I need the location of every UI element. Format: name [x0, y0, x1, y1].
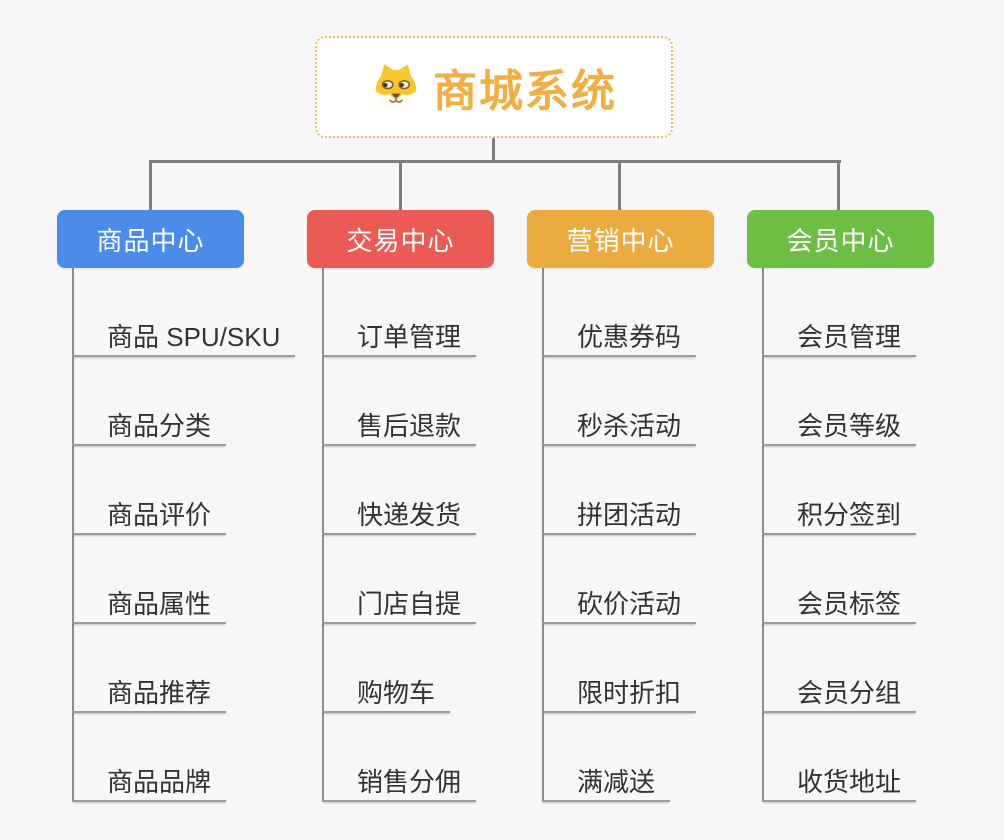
leaf-node-coupon-code[interactable]: 优惠券码 — [542, 322, 697, 357]
leaf-node-limited-discount[interactable]: 限时折扣 — [542, 678, 697, 713]
leaf-node-product-brand[interactable]: 商品品牌 — [72, 767, 227, 802]
leaf-node-full-reduction[interactable]: 满减送 — [542, 767, 671, 802]
leaf-node-sales-commission[interactable]: 销售分佣 — [322, 767, 477, 802]
trunk-line-product — [72, 268, 74, 802]
leaf-node-product-spu-sku[interactable]: 商品 SPU/SKU — [72, 322, 296, 357]
connector-drop-trade — [399, 160, 402, 210]
leaf-node-order-manage[interactable]: 订单管理 — [322, 322, 477, 357]
branch-node-product-center[interactable]: 商品中心 — [57, 210, 244, 268]
leaf-node-points-checkin[interactable]: 积分签到 — [762, 500, 917, 535]
connector-root-vertical — [492, 138, 495, 163]
leaf-node-member-group[interactable]: 会员分组 — [762, 678, 917, 713]
root-title: 商城系统 — [433, 67, 617, 116]
leaf-node-shipping-address[interactable]: 收货地址 — [762, 767, 917, 802]
leaf-node-store-pickup[interactable]: 门店自提 — [322, 589, 477, 624]
leaf-node-after-sale[interactable]: 售后退款 — [322, 411, 477, 446]
branch-node-marketing-center[interactable]: 营销中心 — [527, 210, 714, 268]
leaf-node-express-ship[interactable]: 快递发货 — [322, 500, 477, 535]
leaf-node-member-manage[interactable]: 会员管理 — [762, 322, 917, 357]
leaf-node-member-tag[interactable]: 会员标签 — [762, 589, 917, 624]
dog-face-icon — [375, 64, 417, 111]
leaf-node-group-buy[interactable]: 拼团活动 — [542, 500, 697, 535]
connector-horizontal-bar — [149, 160, 841, 163]
branch-node-trade-center[interactable]: 交易中心 — [307, 210, 494, 268]
leaf-node-product-review[interactable]: 商品评价 — [72, 500, 227, 535]
leaf-node-member-level[interactable]: 会员等级 — [762, 411, 917, 446]
leaf-node-shopping-cart[interactable]: 购物车 — [322, 678, 451, 713]
root-node[interactable]: 商城系统 — [315, 36, 673, 138]
trunk-line-marketing — [542, 268, 544, 802]
connector-drop-product — [149, 160, 152, 210]
connector-drop-marketing — [618, 160, 621, 210]
connector-drop-member — [837, 160, 840, 210]
leaf-node-flash-sale[interactable]: 秒杀活动 — [542, 411, 697, 446]
trunk-line-member — [762, 268, 764, 802]
branch-node-member-center[interactable]: 会员中心 — [747, 210, 934, 268]
leaf-node-product-attr[interactable]: 商品属性 — [72, 589, 227, 624]
leaf-node-product-category[interactable]: 商品分类 — [72, 411, 227, 446]
leaf-node-bargain[interactable]: 砍价活动 — [542, 589, 697, 624]
leaf-node-product-recommend[interactable]: 商品推荐 — [72, 678, 227, 713]
trunk-line-trade — [322, 268, 324, 802]
